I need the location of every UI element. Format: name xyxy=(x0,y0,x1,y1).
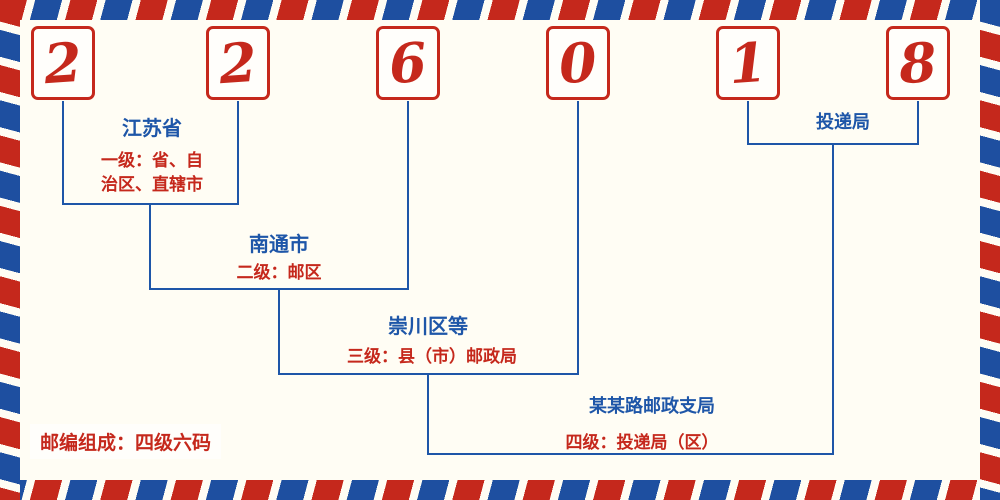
digit-1: 2 xyxy=(42,29,84,97)
digit-box-2: 2 xyxy=(206,26,270,100)
digit-box-6: 8 xyxy=(886,26,950,100)
level2-desc-label: 二级：邮区 xyxy=(236,263,322,282)
connector-line xyxy=(917,101,919,145)
airmail-border-left xyxy=(0,0,20,500)
digit-6: 8 xyxy=(897,29,939,97)
connector-line xyxy=(62,203,239,205)
airmail-border-bottom xyxy=(0,480,1000,500)
delivery-office-label: 投递局 xyxy=(816,112,870,132)
level1-desc-line1: 一级：省、自 xyxy=(101,151,203,170)
airmail-border-top xyxy=(0,0,1000,20)
level1-desc-line2: 治区、直辖市 xyxy=(101,175,203,194)
connector-line xyxy=(237,101,239,205)
level1-place-label: 江苏省 xyxy=(122,118,182,140)
digit-box-4: 0 xyxy=(546,26,610,100)
digit-5: 1 xyxy=(727,29,769,97)
connector-line xyxy=(278,290,280,375)
connector-line xyxy=(407,101,409,290)
digit-4: 0 xyxy=(557,29,599,97)
digit-3: 6 xyxy=(387,29,429,97)
connector-line xyxy=(427,453,834,455)
digit-box-3: 6 xyxy=(376,26,440,100)
connector-line xyxy=(427,375,429,455)
digit-box-1: 2 xyxy=(31,26,95,100)
level4-desc-label: 四级：投递局（区） xyxy=(565,433,719,452)
connector-line xyxy=(149,288,409,290)
level3-desc-label: 三级：县（市）邮政局 xyxy=(347,347,517,366)
level2-place-label: 南通市 xyxy=(249,234,309,256)
connector-line xyxy=(149,205,151,290)
connector-line xyxy=(832,145,834,455)
digit-box-5: 1 xyxy=(716,26,780,100)
connector-line xyxy=(62,101,64,205)
connector-line xyxy=(747,143,919,145)
postal-code-composition-note: 邮编组成：四级六码 xyxy=(30,424,222,459)
level3-place-label: 崇川区等 xyxy=(388,316,468,338)
connector-line xyxy=(278,373,579,375)
airmail-border-right xyxy=(980,0,1000,500)
connector-line xyxy=(747,101,749,145)
connector-line xyxy=(577,101,579,375)
level4-place-label: 某某路邮政支局 xyxy=(589,396,715,416)
digit-2: 2 xyxy=(217,29,259,97)
